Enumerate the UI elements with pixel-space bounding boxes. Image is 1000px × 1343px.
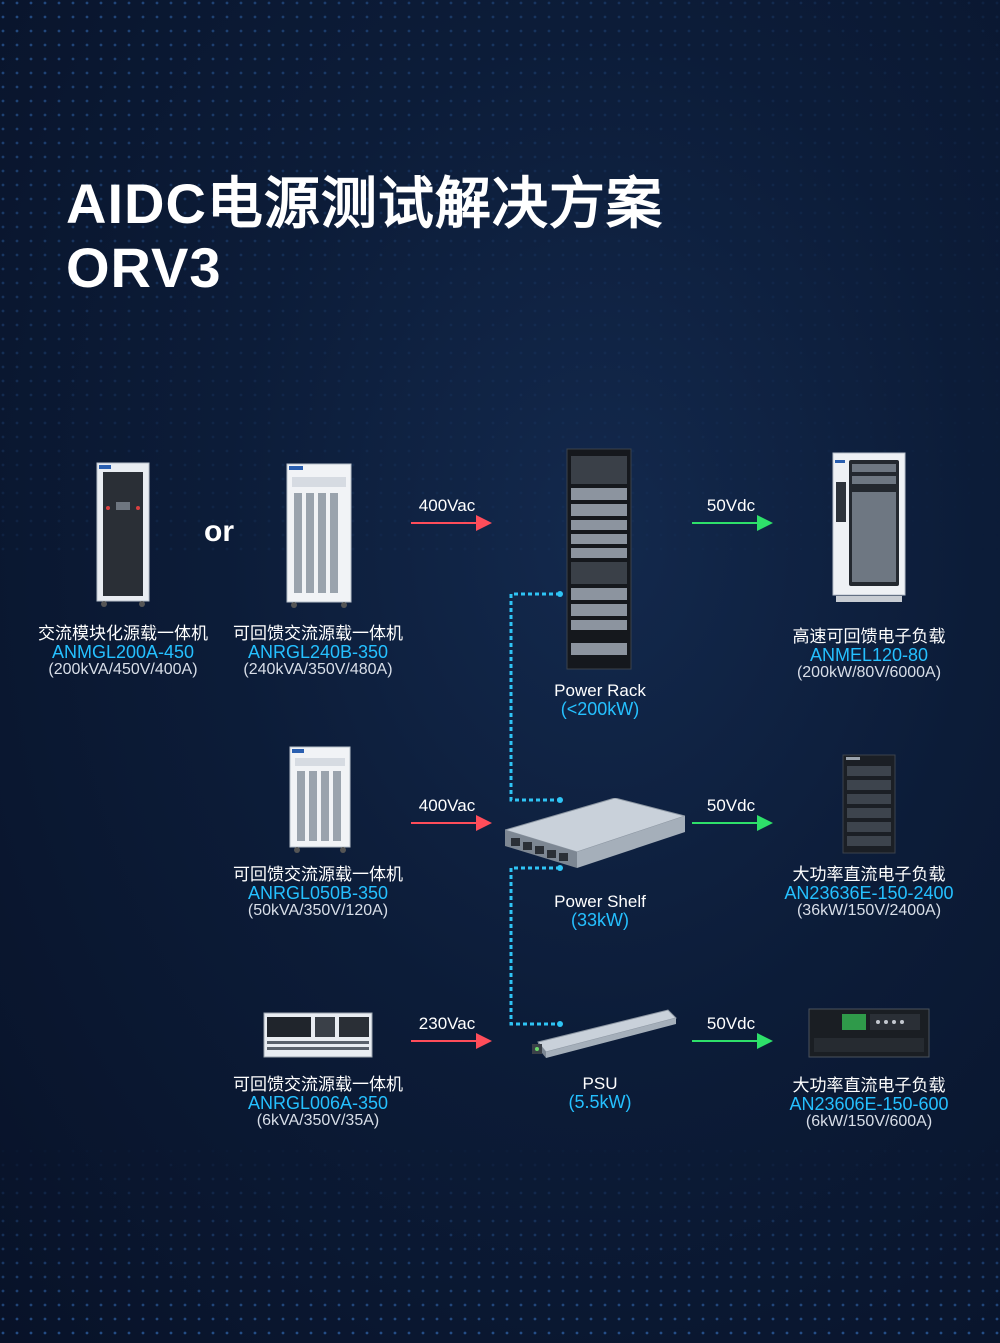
source-model: ANRGL006A-350 bbox=[247, 1093, 389, 1113]
dut-rating: (33kW) bbox=[570, 910, 629, 930]
source-label-anrgl050b: 可回馈交流源载一体机 ANRGL050B-350 (50kVA/350V/120… bbox=[233, 866, 403, 920]
output-voltage-label: 50Vdc bbox=[706, 1014, 756, 1033]
load-label-an23636e: 大功率直流电子负载 AN23636E-150-2400 (36kW/150V/2… bbox=[784, 866, 953, 920]
source-label-anmgl200a: 交流模块化源载一体机 ANMGL200A-450 (200kVA/450V/40… bbox=[38, 625, 208, 679]
source-name: 可回馈交流源载一体机 bbox=[233, 624, 403, 643]
output-voltage-label: 50Vdc bbox=[706, 796, 756, 815]
dut-label-power-rack: Power Rack (<200kW) bbox=[554, 681, 646, 719]
dut-rating: (5.5kW) bbox=[568, 1092, 632, 1112]
power-shelf-image bbox=[505, 798, 685, 868]
source-spec: (6kVA/350V/35A) bbox=[256, 1112, 380, 1129]
dut-name: Power Shelf bbox=[554, 892, 646, 911]
title-line-2: ORV3 bbox=[66, 236, 222, 299]
or-separator: or bbox=[204, 515, 234, 548]
load-spec: (36kW/150V/2400A) bbox=[796, 902, 942, 919]
dut-name: Power Rack bbox=[554, 681, 646, 700]
load-name: 大功率直流电子负载 bbox=[792, 865, 946, 884]
source-model: ANRGL240B-350 bbox=[247, 642, 389, 662]
source-spec: (200kVA/450V/400A) bbox=[48, 661, 198, 678]
dc-electronic-load-6kw-image bbox=[808, 1008, 930, 1058]
input-voltage-label: 230Vac bbox=[418, 1014, 476, 1033]
dut-label-psu: PSU (5.5kW) bbox=[568, 1074, 632, 1112]
modular-ac-source-cabinet-image bbox=[96, 462, 150, 607]
load-name: 大功率直流电子负载 bbox=[792, 1076, 946, 1095]
load-name: 高速可回馈电子负载 bbox=[792, 627, 946, 646]
page-title: AIDC电源测试解决方案 ORV3 bbox=[66, 172, 663, 300]
source-model: ANRGL050B-350 bbox=[247, 883, 389, 903]
source-name: 可回馈交流源载一体机 bbox=[233, 865, 403, 884]
load-model: ANMEL120-80 bbox=[809, 645, 929, 665]
load-spec: (200kW/80V/6000A) bbox=[796, 664, 942, 681]
title-line-1: AIDC电源测试解决方案 bbox=[66, 172, 663, 235]
source-label-anrgl240b: 可回馈交流源载一体机 ANRGL240B-350 (240kVA/350V/48… bbox=[233, 625, 403, 679]
regenerative-ac-source-240b-image bbox=[286, 463, 352, 608]
load-spec: (6kW/150V/600A) bbox=[805, 1113, 933, 1130]
dc-electronic-load-36kw-image bbox=[842, 754, 896, 854]
source-spec: (240kVA/350V/480A) bbox=[243, 661, 393, 678]
source-spec: (50kVA/350V/120A) bbox=[247, 902, 389, 919]
regenerative-ac-source-006a-image bbox=[263, 1012, 373, 1058]
dut-name: PSU bbox=[582, 1074, 618, 1093]
input-voltage-label: 400Vac bbox=[418, 496, 476, 515]
source-name: 交流模块化源载一体机 bbox=[38, 624, 208, 643]
load-model: AN23606E-150-600 bbox=[789, 1094, 949, 1114]
psu-image bbox=[532, 1009, 677, 1058]
source-model: ANMGL200A-450 bbox=[51, 642, 195, 662]
power-rack-image bbox=[566, 448, 632, 670]
dut-label-power-shelf: Power Shelf (33kW) bbox=[554, 892, 646, 930]
regenerative-electronic-load-image bbox=[832, 452, 906, 602]
load-model: AN23636E-150-2400 bbox=[784, 883, 954, 903]
source-label-anrgl006a: 可回馈交流源载一体机 ANRGL006A-350 (6kVA/350V/35A) bbox=[233, 1076, 403, 1130]
dut-rating: (<200kW) bbox=[560, 699, 640, 719]
load-label-anmel120: 高速可回馈电子负载 ANMEL120-80 (200kW/80V/6000A) bbox=[793, 628, 946, 682]
source-name: 可回馈交流源载一体机 bbox=[233, 1075, 403, 1094]
output-voltage-label: 50Vdc bbox=[706, 496, 756, 515]
hierarchy-link bbox=[509, 592, 560, 1026]
load-label-an23606e: 大功率直流电子负载 AN23606E-150-600 (6kW/150V/600… bbox=[789, 1077, 948, 1131]
input-voltage-label: 400Vac bbox=[418, 796, 476, 815]
regenerative-ac-source-050b-image bbox=[289, 746, 351, 853]
